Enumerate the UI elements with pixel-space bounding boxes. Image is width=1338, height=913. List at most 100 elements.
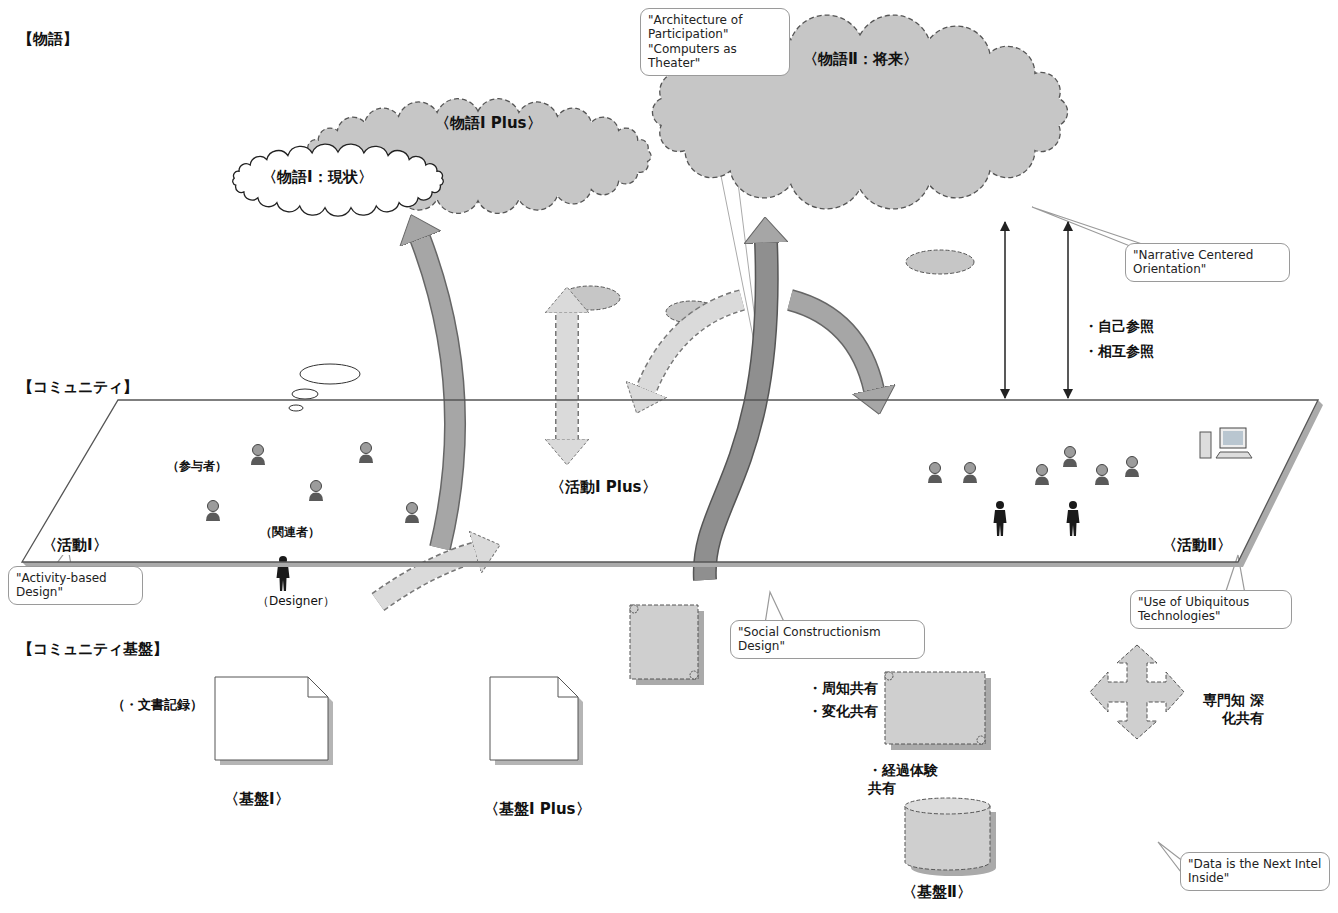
text-holder: （Designer）: [255, 594, 337, 609]
cloud-label: 〈物語Ⅰ：現状〉: [262, 168, 373, 187]
diagram-label: 【物語】: [16, 30, 80, 49]
database-top: [905, 798, 990, 814]
diagram-label: ・自己参照: [1082, 318, 1156, 336]
flow-arrow: [646, 300, 742, 390]
text-holder: 【コミュニティ】: [16, 378, 140, 397]
standing-figure: [994, 501, 1007, 536]
flow-arrow: [705, 242, 767, 580]
person-icon: [405, 503, 419, 524]
person-icon: [1035, 465, 1049, 486]
database-icon: [905, 806, 990, 870]
text-holder: ・変化共有: [806, 703, 880, 721]
flow-arrow: [646, 300, 742, 390]
text-holder: 〈物語Ⅰ：現状〉: [262, 168, 373, 187]
scroll-icon: [885, 672, 985, 744]
callout-text: "Data is the Next Intel Inside": [1188, 857, 1322, 886]
flow-arrow: [378, 552, 476, 602]
diagram-label: 専門知 深化共有: [1190, 692, 1266, 727]
callout-box: "Architecture of Participation""Computer…: [640, 8, 790, 76]
standing-figure: [1067, 501, 1080, 536]
person-icon: [359, 443, 373, 464]
diagram-label: 〈基盤Ⅰ〉: [222, 790, 292, 809]
platform-label: 〈活動Ⅱ〉: [1160, 536, 1234, 555]
person-icon: [1095, 465, 1109, 486]
flow-arrow: [557, 312, 578, 440]
cloud-label: 〈物語Ⅱ：将来〉: [803, 50, 918, 69]
reference-arrow: [1067, 222, 1069, 398]
diagram-label: 【コミュニティ】: [16, 378, 140, 397]
diagram-label: ・経過体験 共有: [866, 762, 950, 797]
callout-text: "Computers as Theater": [648, 42, 782, 71]
text-holder: 〈基盤Ⅱ〉: [900, 883, 974, 902]
cloud-label: 〈物語Ⅰ Plus〉: [435, 114, 542, 133]
computer-tower: [1200, 432, 1211, 458]
text-holder: 〈基盤Ⅰ Plus〉: [482, 800, 593, 819]
platform-outline: [20, 398, 1324, 568]
diagram-label: 【コミュニティ基盤】: [16, 640, 170, 659]
cloud-outline: [233, 144, 444, 216]
four-way-arrow: [1090, 645, 1184, 739]
person-icon: [309, 481, 323, 502]
document-fold: [558, 677, 578, 697]
callout-box: "Activity-based Design": [8, 566, 143, 605]
text-holder: 〈活動Ⅱ〉: [1160, 536, 1234, 555]
flow-arrow: [420, 238, 455, 548]
callout-box: "Use of Ubiquitous Technologies": [1130, 590, 1292, 629]
text-holder: 〈活動Ⅰ〉: [40, 536, 110, 555]
text-holder: ・相互参照: [1082, 343, 1156, 361]
text-holder: 【物語】: [16, 30, 80, 49]
flow-arrow: [790, 300, 874, 390]
callout-text: "Narrative Centered Orientation": [1133, 248, 1282, 277]
story-cloud: 〈物語Ⅰ：現状〉: [222, 140, 454, 220]
flow-arrow: [790, 300, 874, 390]
text-holder: 〈物語Ⅱ：将来〉: [803, 50, 918, 69]
person-icon: [251, 445, 265, 466]
thought-bubble: [300, 364, 360, 384]
flow-arrow: [555, 312, 579, 440]
text-holder: ・周知共有: [806, 680, 880, 698]
diagram-label: 〈基盤Ⅱ〉: [900, 883, 974, 902]
flow-arrow: [378, 552, 476, 602]
reference-arrow: [1004, 222, 1006, 398]
scroll-curl: [885, 672, 893, 680]
text-holder: 〈基盤Ⅰ〉: [222, 790, 292, 809]
platform-label: 〈活動Ⅰ Plus〉: [548, 478, 659, 497]
callout-box: "Narrative Centered Orientation": [1125, 243, 1290, 282]
text-holder: （・文書記録）: [110, 697, 205, 713]
callout-text: "Activity-based Design": [16, 571, 135, 600]
scroll-curl: [977, 736, 985, 744]
diagram-label: （・文書記録）: [110, 697, 205, 713]
cloud-outline: [652, 15, 1067, 209]
community-platform: （参与者） （関連者） 〈活動Ⅰ〉 〈活動Ⅰ Plus〉〈活動Ⅱ〉: [20, 398, 1324, 568]
platform-label: （参与者）: [165, 458, 229, 475]
document-icon: [490, 677, 578, 760]
text-holder: 〈物語Ⅰ Plus〉: [435, 114, 542, 133]
diagram-label: ・周知共有: [806, 680, 880, 698]
diagram-label: ・変化共有: [806, 703, 880, 721]
callout-box: "Social Constructionism Design": [730, 620, 925, 659]
person-icon: [1063, 447, 1077, 468]
document-fold: [308, 677, 328, 697]
diagram-label: ・相互参照: [1082, 343, 1156, 361]
diagram-label: （Designer）: [255, 594, 337, 609]
platform-shadow: [22, 400, 1323, 567]
callout-box: "Data is the Next Intel Inside": [1180, 852, 1330, 891]
flow-arrow: [420, 238, 455, 548]
callout-text: "Architecture of Participation": [648, 13, 782, 42]
person-icon: [963, 463, 977, 484]
person-icon: [206, 501, 220, 522]
platform-label: 〈活動Ⅰ〉: [40, 536, 110, 555]
scroll-curl: [690, 671, 698, 679]
platform-outline: [22, 400, 1318, 562]
designer-figure: [277, 556, 290, 591]
text-holder: （関連者）: [258, 524, 322, 541]
computer-monitor: [1220, 428, 1246, 448]
diagram-label: 〈基盤Ⅰ Plus〉: [482, 800, 593, 819]
small-cloud: [906, 250, 974, 274]
text-holder: 専門知 深化共有: [1190, 692, 1266, 727]
small-cloud: [560, 286, 620, 310]
person-icon: [1125, 457, 1139, 478]
text-holder: ・経過体験 共有: [866, 762, 950, 797]
document-icon: [215, 677, 328, 760]
text-holder: ・自己参照: [1082, 318, 1156, 336]
